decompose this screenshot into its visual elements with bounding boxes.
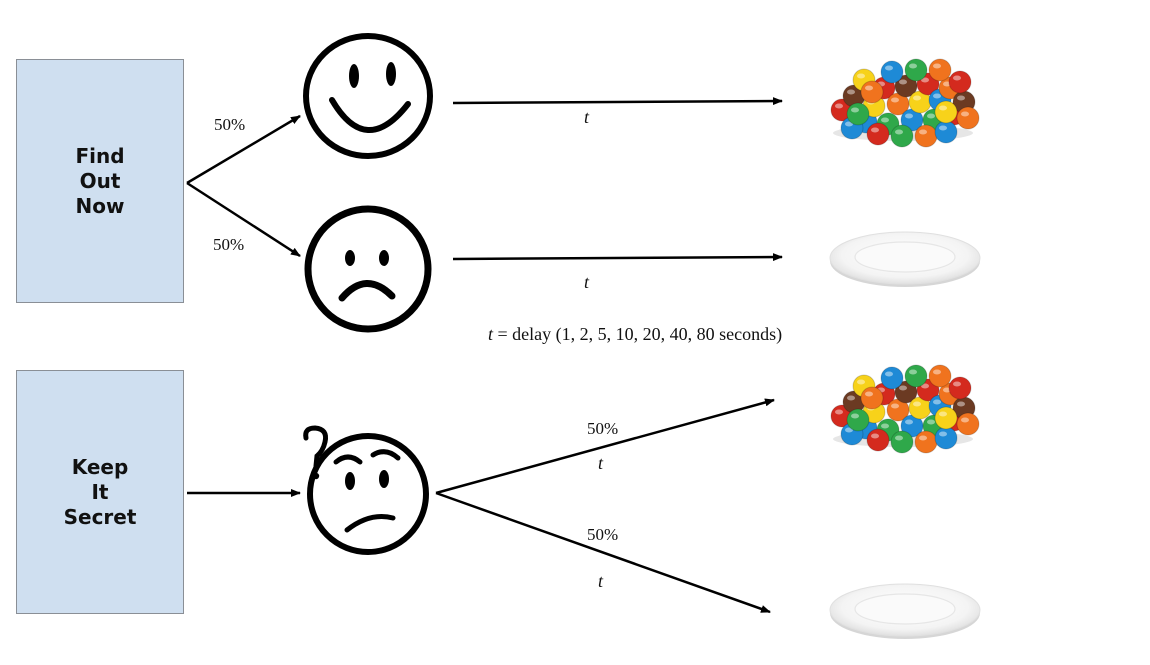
arrow-to-happy xyxy=(186,114,301,185)
find-out-now-line-1: Find xyxy=(75,143,125,168)
delay-legend-text: = delay (1, 2, 5, 10, 20, 40, 80 seconds… xyxy=(493,324,783,344)
find-out-now-line-2: Out xyxy=(79,168,121,193)
find-out-now-box: Find Out Now xyxy=(16,59,184,303)
keep-candy-probability-label: 50% xyxy=(587,419,618,438)
keep-plate-delay-label: t xyxy=(598,571,604,591)
questioning-face-icon xyxy=(303,425,429,555)
find-out-now-line-3: Now xyxy=(75,193,125,218)
empty-plate-image xyxy=(829,583,981,640)
find-sad-probability-label: 50% xyxy=(213,235,244,254)
delay-legend-var: t xyxy=(488,324,494,344)
keep-it-secret-box: Keep It Secret xyxy=(16,370,184,614)
keep-plate-probability-label: 50% xyxy=(587,525,618,544)
delay-legend: t = delay (1, 2, 5, 10, 20, 40, 80 secon… xyxy=(488,324,782,345)
sad-face-icon xyxy=(304,205,432,333)
find-happy-probability-label: 50% xyxy=(214,115,245,134)
happy-face-icon xyxy=(303,33,433,159)
keep-it-secret-line-3: Secret xyxy=(63,504,137,529)
arrow-sad-to-plate xyxy=(452,253,783,262)
keep-it-secret-line-1: Keep xyxy=(71,454,129,479)
happy-delay-label: t xyxy=(584,107,590,127)
keep-candy-delay-label: t xyxy=(598,453,604,473)
arrow-happy-to-candy xyxy=(452,97,783,106)
empty-plate-image xyxy=(829,231,981,288)
arrow-unsure-to-plate xyxy=(435,491,771,614)
keep-it-secret-line-2: It xyxy=(91,479,109,504)
candy-pile-image xyxy=(830,364,980,454)
arrow-unsure-to-candy xyxy=(435,398,775,495)
sad-delay-label: t xyxy=(584,272,590,292)
arrow-to-sad xyxy=(186,181,301,258)
candy-pile-image xyxy=(830,58,980,148)
